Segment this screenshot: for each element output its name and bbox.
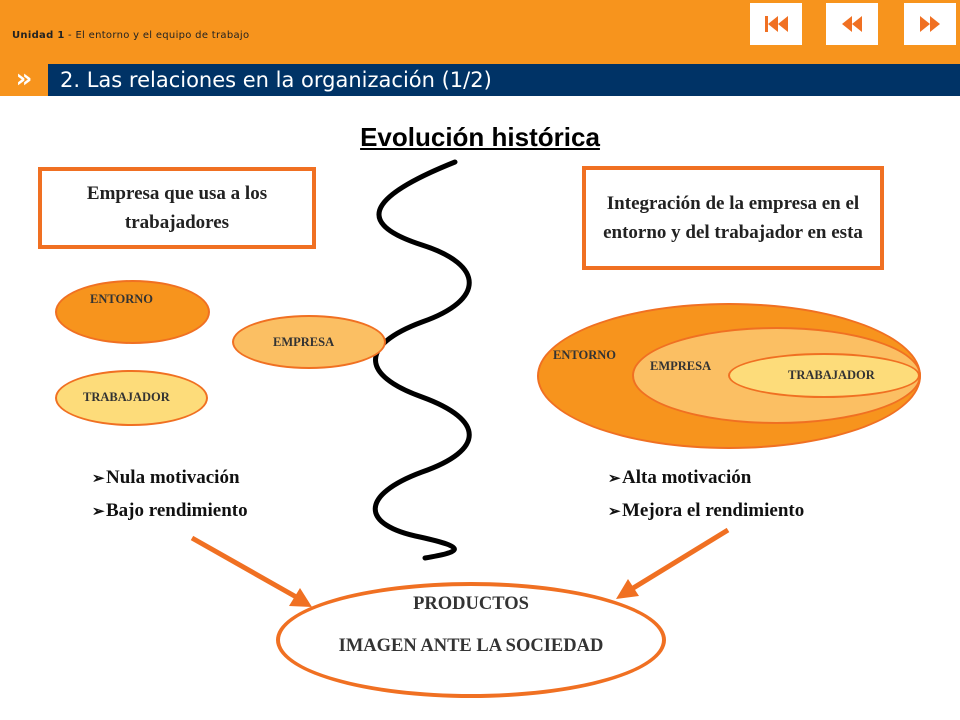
rewind-icon [842,16,862,32]
left-label-empresa: EMPRESA [273,335,335,349]
result-ellipse [276,582,666,698]
result-line-image: IMAGEN ANTE LA SOCIEDAD [338,636,604,656]
arrow-bullet-icon: ➢ [92,471,105,487]
right-label-trabajador: TRABAJADOR [788,368,875,382]
right-arrow [628,527,730,593]
left-arrow [190,535,300,601]
left-box-title: Empresa que usa a los trabajadores [86,183,268,233]
arrow-bullet-icon: ➢ [608,471,621,487]
list-item: ➢Mejora el rendimiento [608,495,804,528]
arrow-bullet-icon: ➢ [608,504,621,520]
list-item: ➢Bajo rendimiento [92,495,248,528]
left-ellipse-trabajador [55,370,208,426]
fast-forward-icon [920,16,940,32]
right-bullets: ➢Alta motivación ➢Mejora el rendimiento [608,462,804,528]
skip-to-start-icon [765,16,788,32]
previous-page-button[interactable] [826,3,878,45]
next-page-button[interactable] [904,3,956,45]
right-label-entorno: ENTORNO [553,348,616,362]
right-box-title: Integración de la empresa en el entorno … [603,193,863,243]
list-item: ➢Nula motivación [92,462,248,495]
right-arrow-head [616,579,639,599]
page-title: Evolución histórica [360,122,600,152]
unit-label: Unidad 1 - El entorno y el equipo de tra… [12,30,250,41]
wavy-divider [372,159,472,561]
section-title-bar: » 2. Las relaciones en la organización (… [0,64,960,96]
left-label-entorno: ENTORNO [90,292,153,306]
right-box: Integración de la empresa en el entorno … [582,166,884,270]
left-box: Empresa que usa a los trabajadores [38,167,316,249]
left-label-trabajador: TRABAJADOR [83,390,170,404]
right-label-empresa: EMPRESA [650,359,712,373]
first-page-button[interactable] [750,3,802,45]
arrow-bullet-icon: ➢ [92,504,105,520]
right-ellipse-trabajador [728,353,920,398]
list-item: ➢Alta motivación [608,462,804,495]
left-ellipse-entorno [55,280,210,344]
section-title: 2. Las relaciones en la organización (1/… [60,68,492,92]
left-arrow-head [289,588,312,607]
header-bar: Unidad 1 - El entorno y el equipo de tra… [0,0,960,64]
left-bullets: ➢Nula motivación ➢Bajo rendimiento [92,462,248,528]
left-ellipse-empresa [232,315,386,369]
result-line-products: PRODUCTOS [413,594,529,614]
double-chevron-icon: » [0,64,48,96]
